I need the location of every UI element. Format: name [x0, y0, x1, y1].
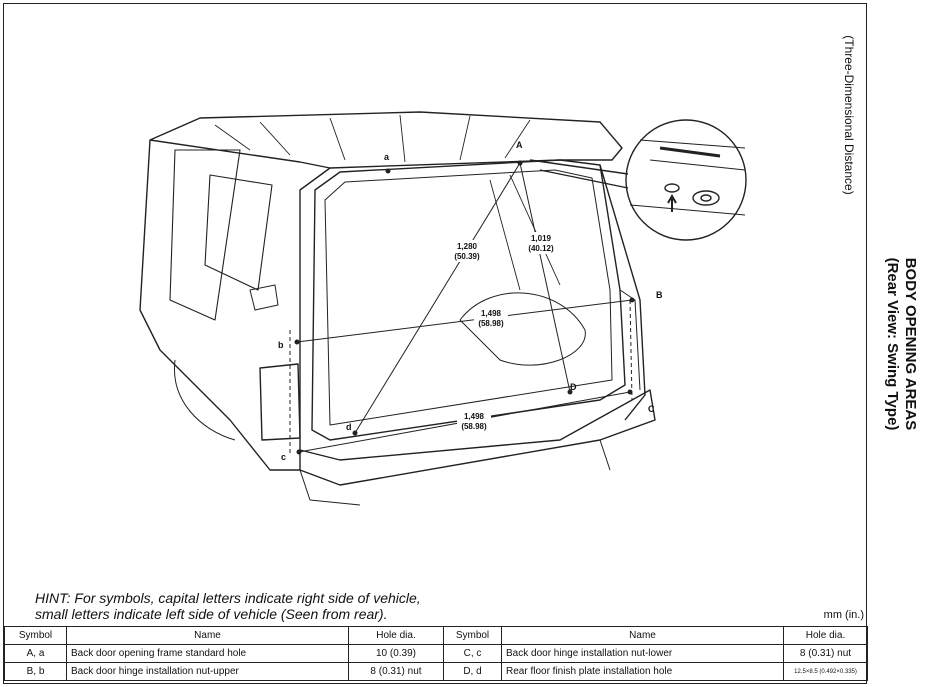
- cell-hole-dia: 10 (0.39): [348, 644, 444, 663]
- rear-opening: [311, 159, 626, 441]
- dim-1-mm: 1,280: [457, 242, 478, 251]
- header-name-1: Name: [66, 626, 349, 645]
- dim-2-mm: 1,019: [531, 234, 552, 243]
- cell-symbol: D, d: [443, 662, 502, 681]
- header-hole-dia-2: Hole dia.: [783, 626, 868, 645]
- dim-4-in: (58.98): [461, 422, 487, 431]
- dimension-line-a-d: [354, 162, 521, 434]
- label-d: d: [346, 422, 352, 432]
- left-body-side: [139, 139, 331, 471]
- tail-light: [259, 363, 301, 441]
- table-header-row: Symbol Name Hole dia. Symbol Name Hole d…: [4, 626, 868, 645]
- cell-symbol: C, c: [443, 644, 502, 663]
- header-symbol-1: Symbol: [4, 626, 67, 645]
- table-row: A, a Back door opening frame standard ho…: [4, 644, 868, 663]
- header-symbol-2: Symbol: [443, 626, 502, 645]
- header-name-2: Name: [501, 626, 784, 645]
- detail-callout: [529, 119, 747, 241]
- cell-name: Rear floor finish plate installation hol…: [501, 662, 784, 681]
- header-hole-dia-1: Hole dia.: [348, 626, 444, 645]
- hole-spec-table: Symbol Name Hole dia. Symbol Name Hole d…: [4, 626, 868, 681]
- dim-3-in: (58.98): [478, 319, 504, 328]
- label-C: C: [648, 404, 655, 414]
- hint-line1: HINT: For symbols, capital letters indic…: [35, 590, 421, 606]
- cell-symbol: A, a: [4, 644, 67, 663]
- hint-line2: small letters indicate left side of vehi…: [35, 606, 388, 622]
- cell-hole-dia: 8 (0.31) nut: [783, 644, 868, 663]
- dim-1-in: (50.39): [454, 252, 480, 261]
- cell-name: Back door hinge installation nut-upper: [66, 662, 349, 681]
- label-b: b: [278, 340, 284, 350]
- diagram-frame: [3, 3, 867, 684]
- vehicle-rear-drawing: A a B b C c D d 1,280 (50.39) 1,019 (40.…: [139, 111, 747, 506]
- roof: [149, 111, 623, 169]
- dimension-line-a-D: [519, 162, 571, 393]
- side-title-line1: BODY OPENING AREAS: [902, 257, 919, 430]
- label-D: D: [570, 382, 577, 392]
- units-label: mm (in.): [823, 609, 864, 621]
- cell-hole-dia: 12.5×8.5 (0.492×0.335): [783, 662, 868, 681]
- label-A: A: [516, 140, 523, 150]
- hint-note: HINT: For symbols, capital letters indic…: [35, 590, 421, 622]
- dim-3-mm: 1,498: [481, 309, 502, 318]
- dimension-line-b-B: [296, 299, 633, 343]
- dim-2-in: (40.12): [528, 244, 554, 253]
- cell-symbol: B, b: [4, 662, 67, 681]
- cell-name: Back door hinge installation nut-lower: [501, 644, 784, 663]
- cell-hole-dia: 8 (0.31) nut: [348, 662, 444, 681]
- label-B: B: [656, 290, 663, 300]
- table-row: B, b Back door hinge installation nut-up…: [4, 662, 868, 681]
- label-a: a: [384, 152, 390, 162]
- side-title-line2: (Rear View: Swing Type): [884, 257, 901, 430]
- label-c: c: [281, 452, 286, 462]
- dim-4-mm: 1,498: [464, 412, 485, 421]
- cell-name: Back door opening frame standard hole: [66, 644, 349, 663]
